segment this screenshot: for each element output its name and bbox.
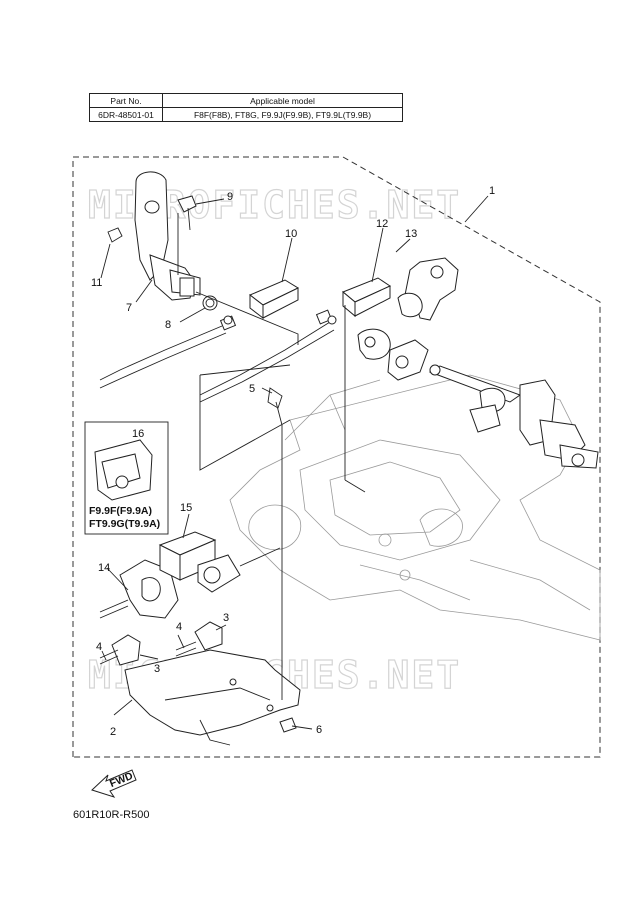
callout-16: 16 [132,428,144,440]
callout-8: 8 [165,319,171,331]
part-number-cell: 6DR-48501-01 [89,107,163,122]
throttle-lever-part [107,171,201,301]
callout-4-lower: 4 [96,641,102,653]
clamp-holders [111,621,223,666]
shift-lever-part [397,257,459,321]
table-row: 6DR-48501-01 F8F(F8B), FT8G, F9.9J(F9.9B… [89,107,403,122]
callout-13: 13 [405,228,417,240]
engine-outline-background [229,374,601,641]
callout-14: 14 [98,562,110,574]
diagram-code: 601R10R-R500 [73,809,149,821]
callout-7: 7 [126,302,132,314]
callout-10: 10 [285,228,297,240]
callout-4-upper: 4 [176,621,182,633]
variant-detail-box: F9.9F(F9.9A) FT9.9G(T9.9A) [84,421,169,535]
cable-clip-pieces [357,328,429,381]
callout-labels: 1 2 3 3 4 4 5 6 7 8 9 10 11 12 13 14 15 … [91,185,495,738]
callout-15: 15 [180,502,192,514]
applicable-model-cell: F8F(F8B), FT8G, F9.9J(F9.9B), FT9.9L(T9.… [162,107,403,122]
bolts-4 [99,641,197,665]
assembly-boundary [72,156,601,758]
cable-bracket-part [124,649,301,746]
callout-11: 11 [91,277,102,289]
callout-3-lower: 3 [154,663,160,675]
fwd-label: FWD [108,770,135,790]
fwd-arrow: FWD [91,769,137,798]
callout-1: 1 [489,185,495,197]
cable-joint-12 [342,277,392,318]
callout-3-upper: 3 [223,612,229,624]
callout-5: 5 [249,383,255,395]
shift-shaft-assembly [428,364,599,469]
callout-6: 6 [316,724,322,736]
callout-2: 2 [110,726,116,738]
cable-block-part-15 [158,531,241,593]
variant-model-line-2: FT9.9G(T9.9A) [89,518,160,530]
leader-lines [100,195,489,730]
reference-lines [177,213,366,700]
throttle-cables [99,309,335,403]
plate-part-14 [99,559,179,619]
callout-9: 9 [227,191,233,203]
variant-model-line-1: F9.9F(F9.9A) [89,505,152,517]
callout-12: 12 [376,218,388,230]
applicable-model-table: Part No. Applicable model 6DR-48501-01 F… [89,93,403,122]
cable-joint-10 [249,279,300,320]
